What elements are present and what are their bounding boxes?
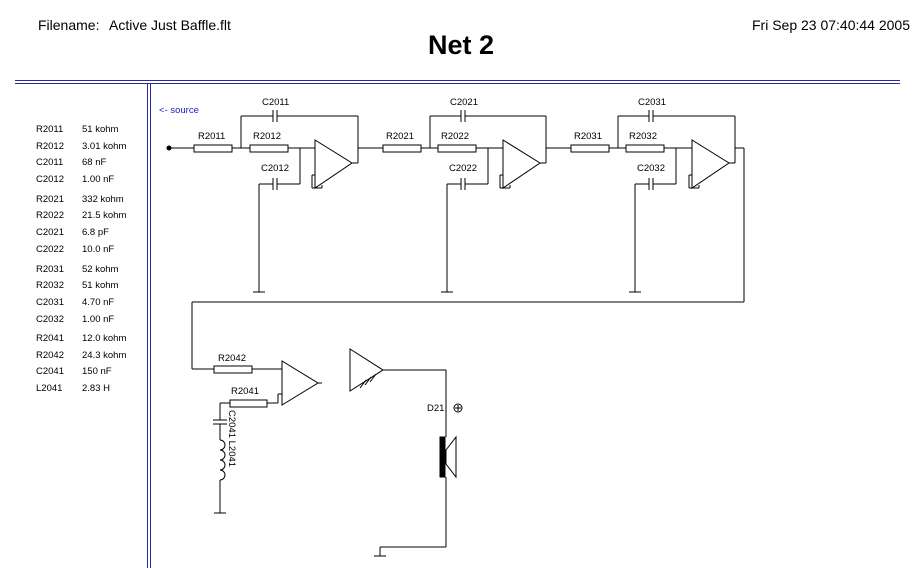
- header-divider-bottom: [15, 83, 900, 84]
- part-value: 68 nF: [82, 157, 107, 168]
- label-c2032: C2032: [637, 163, 665, 174]
- page-title: Net 2: [427, 30, 495, 60]
- label-r2012: R2012: [253, 131, 281, 142]
- part-name: C2021: [36, 227, 64, 238]
- label-r2022: R2022: [441, 131, 469, 142]
- resistor-r2021: [382, 144, 422, 153]
- part-value: 1.00 nF: [82, 314, 115, 325]
- opamp-2: [502, 139, 541, 189]
- opamp-1: [314, 139, 353, 189]
- part-name: R2042: [36, 350, 64, 361]
- part-value: 12.0 kohm: [82, 333, 127, 344]
- power-amplifier: [349, 348, 384, 392]
- resistor-r2042: [213, 365, 253, 374]
- resistor-r2012: [249, 144, 289, 153]
- stage-1: [166, 110, 383, 293]
- part-value: 51 kohm: [82, 124, 119, 135]
- label-d21: D21: [427, 403, 444, 414]
- part-value: 51 kohm: [82, 280, 119, 291]
- resistor-r2032: [625, 144, 665, 153]
- part-value: 4.70 nF: [82, 297, 115, 308]
- opamp-4: [281, 360, 319, 406]
- polarity-plus-icon: [453, 403, 463, 413]
- label-c2041-l2041: C2041 L2041: [226, 410, 237, 467]
- part-name: R2041: [36, 333, 64, 344]
- resistor-r2041: [229, 399, 268, 408]
- label-r2031: R2031: [574, 131, 602, 142]
- inductor-l2041: [219, 439, 226, 481]
- opamp-3: [691, 139, 730, 189]
- part-name: R2031: [36, 264, 64, 275]
- driver-d21-cone: [445, 435, 457, 479]
- resistor-r2031: [570, 144, 610, 153]
- part-name: C2011: [36, 157, 64, 168]
- part-name: C2031: [36, 297, 64, 308]
- label-r2011: R2011: [198, 131, 225, 142]
- panel-divider-left: [147, 83, 148, 568]
- resistor-r2022: [437, 144, 477, 153]
- part-name: R2021: [36, 194, 64, 205]
- resistor-r2011: [193, 144, 233, 153]
- part-value: 21.5 kohm: [82, 210, 127, 221]
- part-name: R2011: [36, 124, 64, 135]
- driver-d21-body: [439, 436, 446, 478]
- stage-4: [192, 348, 463, 557]
- header-divider-top: [15, 80, 900, 81]
- part-value: 1.00 nF: [82, 174, 115, 185]
- part-name: C2041: [36, 366, 64, 377]
- part-value: 150 nF: [82, 366, 112, 377]
- label-r2041: R2041: [231, 386, 259, 397]
- filename-value: Active Just Baffle.flt: [109, 17, 231, 33]
- stage-3: [191, 110, 745, 369]
- label-c2022: C2022: [449, 163, 477, 174]
- label-r2032: R2032: [629, 131, 657, 142]
- part-name: R2032: [36, 280, 64, 291]
- label-r2021: R2021: [386, 131, 414, 142]
- part-value: 10.0 nF: [82, 244, 115, 255]
- label-c2021: C2021: [450, 97, 478, 108]
- part-value: 24.3 kohm: [82, 350, 127, 361]
- label-c2031: C2031: [638, 97, 666, 108]
- part-value: 6.8 pF: [82, 227, 109, 238]
- part-value: 52 kohm: [82, 264, 119, 275]
- stage-2: [382, 110, 571, 293]
- part-value: 2.83 H: [82, 383, 110, 394]
- label-c2012: C2012: [261, 163, 289, 174]
- part-name: C2032: [36, 314, 64, 325]
- label-c2011: C2011: [262, 97, 289, 108]
- part-name: R2022: [36, 210, 64, 221]
- filename-label: Filename:: [38, 17, 100, 33]
- part-value: 332 kohm: [82, 194, 124, 205]
- panel-divider-right: [150, 83, 151, 568]
- part-name: C2022: [36, 244, 64, 255]
- label-r2042: R2042: [218, 353, 246, 364]
- part-name: L2041: [36, 383, 63, 394]
- print-datetime: Fri Sep 23 07:40:44 2005: [751, 17, 910, 33]
- source-link[interactable]: <- source: [159, 105, 199, 116]
- part-value: 3.01 kohm: [82, 141, 127, 152]
- part-name: R2012: [36, 141, 64, 152]
- part-name: C2012: [36, 174, 64, 185]
